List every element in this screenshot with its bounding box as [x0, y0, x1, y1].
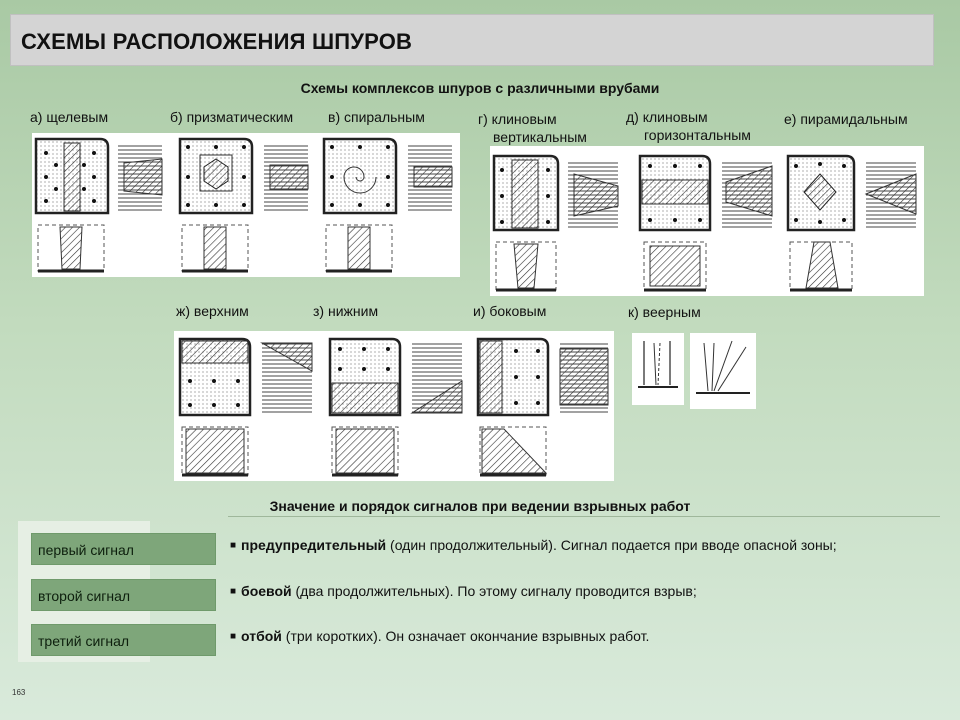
- scheme-fan-side: [690, 333, 756, 409]
- title-bar: СХЕМЫ РАСПОЛОЖЕНИЯ ШПУРОВ: [10, 14, 934, 66]
- signal-term: отбой: [241, 628, 282, 644]
- signal-description: (три коротких). Он означает окончание вз…: [281, 628, 650, 644]
- scheme-fan-front: [632, 333, 684, 405]
- cut-label-wedge-vertical: г) клиновым: [478, 111, 557, 127]
- signal-description: (два продолжительных). По этому сигналу …: [291, 583, 697, 599]
- cut-label-spiral: в) спиральным: [328, 109, 425, 125]
- fan-side-drawing: [696, 340, 750, 394]
- signal-term: боевой: [241, 583, 292, 599]
- schemes-abc-drawing: [34, 137, 453, 273]
- schemes-def-drawing: [492, 154, 917, 292]
- cuts-subtitle: Схемы комплексов шпуров с различными вру…: [300, 80, 660, 96]
- cut-label-side: и) боковым: [473, 303, 547, 319]
- schemes-ghi-drawing: [178, 337, 609, 477]
- cut-label-slot: а) щелевым: [30, 109, 109, 125]
- signal-description: (один продолжительный). Сигнал подается …: [386, 537, 837, 553]
- page-number: 163: [12, 688, 26, 697]
- bullet-icon: ■: [230, 586, 237, 597]
- cut-label-prismatic: б) призматическим: [170, 109, 294, 125]
- fan-front-drawing: [638, 341, 678, 388]
- signal-desc-second: ■ боевой (два продолжительных). По этому …: [230, 583, 697, 599]
- cut-label-wedge-vertical-2: вертикальным: [493, 129, 587, 145]
- signal-desc-third: ■ отбой (три коротких). Он означает оконч…: [230, 628, 649, 644]
- signal-term: предупредительный: [241, 537, 387, 553]
- cut-label-fan: к) веерным: [628, 304, 701, 320]
- cut-label-wedge-horizontal: д) клиновым: [626, 109, 708, 125]
- bullet-icon: ■: [230, 631, 237, 642]
- scheme-panel-def: [490, 146, 924, 296]
- cut-label-upper: ж) верхним: [176, 303, 249, 319]
- scheme-panel-abc: [32, 133, 460, 277]
- signal-box-first: первый сигнал: [31, 533, 216, 565]
- scheme-panel-ghi: [174, 331, 614, 481]
- page-title: СХЕМЫ РАСПОЛОЖЕНИЯ ШПУРОВ: [21, 29, 413, 54]
- bullet-icon: ■: [230, 540, 237, 551]
- signals-subtitle: Значение и порядок сигналов при ведении …: [269, 498, 691, 514]
- section-divider: [228, 516, 940, 517]
- cut-label-lower: з) нижним: [313, 303, 379, 319]
- signal-box-third: третий сигнал: [31, 624, 216, 656]
- signal-desc-first: ■ предупредительный (один продолжительный…: [230, 537, 837, 553]
- cut-label-pyramidal: е) пирамидальным: [784, 111, 908, 127]
- signal-box-second: второй сигнал: [31, 579, 216, 611]
- cut-label-wedge-horizontal-2: горизонтальным: [644, 127, 751, 143]
